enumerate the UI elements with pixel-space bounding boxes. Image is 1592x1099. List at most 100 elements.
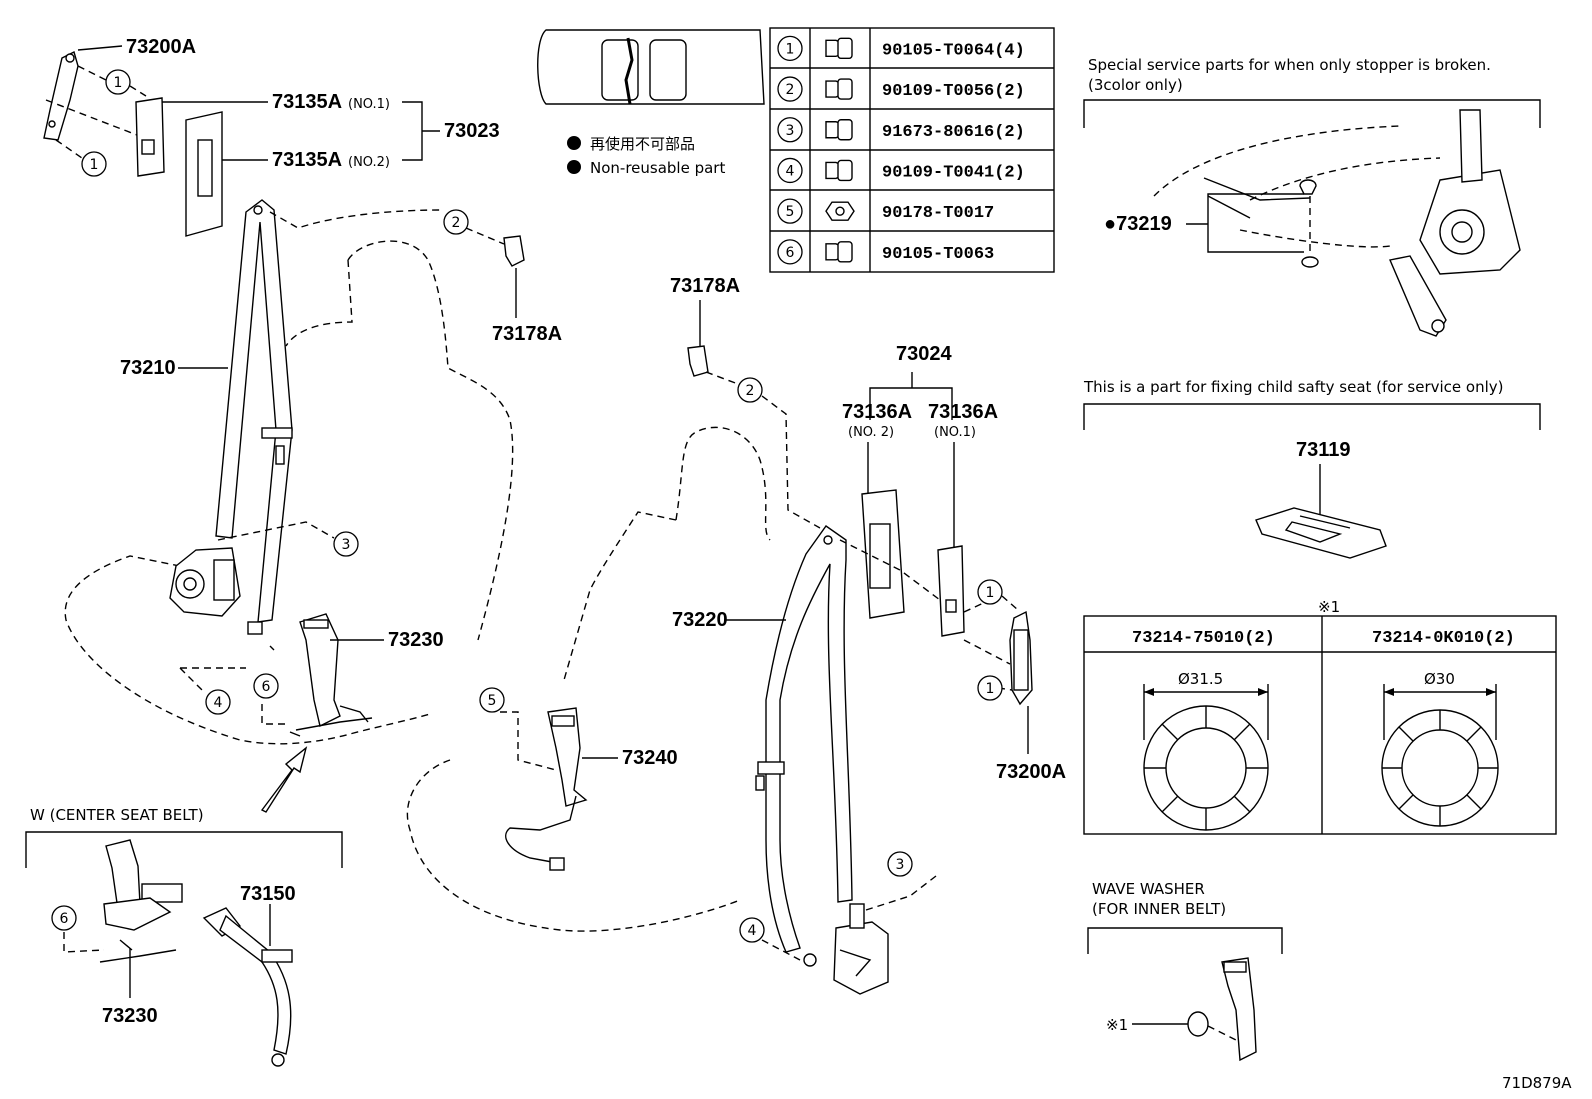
label-73178A-right: 73178A (670, 275, 740, 297)
label-73135A-no2: 73135A (272, 149, 342, 171)
callout-4-a (205, 689, 231, 715)
seat-belt-73220 (755, 525, 853, 953)
guide-73178A-right (687, 345, 709, 377)
callout-1-c (977, 579, 1003, 605)
label-73023: 73023 (444, 120, 500, 142)
callout-1-b (81, 151, 107, 177)
label-73230-center: 73230 (102, 1005, 158, 1027)
fastener-no-circle (777, 239, 803, 265)
svg-text:4: 4 (748, 923, 757, 939)
washer-dim-2: Ø30 (1424, 670, 1455, 688)
child-seat-note: This is a part for fixing child safty se… (1083, 378, 1503, 396)
guide-73178A-left (503, 235, 525, 267)
label-73220: 73220 (672, 609, 728, 631)
label-73136A-no2: 73136A (842, 401, 912, 423)
fastener-no: 1 (786, 41, 795, 57)
legend-en: Non-reusable part (590, 159, 725, 177)
stopper-assembly-illustration (1153, 109, 1521, 337)
svg-text:2: 2 (452, 215, 461, 231)
callout-3-b (887, 851, 913, 877)
label-73240: 73240 (622, 747, 678, 769)
fastener-part-number: 90105-T0064(4) (882, 41, 1025, 60)
fastener-table (769, 27, 1055, 273)
fastener-no: 5 (786, 204, 795, 220)
fastener-no: 4 (786, 163, 795, 179)
legend-jp: 再使用不可部品 (590, 135, 695, 153)
anchor-adjuster-right (1009, 610, 1033, 706)
center-belt-73150 (202, 907, 293, 1067)
view-arrow (260, 746, 308, 813)
fastener-no: 2 (786, 82, 795, 98)
callout-1-d (977, 675, 1003, 701)
label-73178A-left: 73178A (492, 323, 562, 345)
label-73135A-no1: 73135A (272, 91, 342, 113)
seat-belt-73210 (215, 199, 293, 635)
fastener-no-circle (777, 117, 803, 143)
callout-3-a (333, 531, 359, 557)
svg-text:(NO.2): (NO.2) (348, 155, 390, 170)
label-73200A-left: 73200A (126, 36, 196, 58)
legend-dot-2 (567, 160, 581, 174)
svg-text:3: 3 (896, 857, 905, 873)
fastener-part-number: 90105-T0063 (882, 245, 994, 264)
bolt-icon (825, 37, 853, 60)
label-73119: 73119 (1296, 439, 1351, 461)
svg-text:1: 1 (986, 681, 995, 697)
callout-2-b (737, 377, 763, 403)
svg-text:(NO. 2): (NO. 2) (848, 425, 894, 440)
fastener-no: 3 (786, 123, 795, 139)
label-73230-main: 73230 (388, 629, 444, 651)
child-seat-plate-73119 (1255, 507, 1387, 559)
callout-6-b (51, 905, 77, 931)
svg-text:5: 5 (488, 693, 497, 709)
callout-4-b (739, 917, 765, 943)
callout-1-a (105, 69, 131, 95)
buckle-73240 (505, 707, 588, 871)
label-73024: 73024 (896, 343, 952, 365)
wave-washer-buckle (1187, 957, 1257, 1062)
fastener-part-number: 91673-80616(2) (882, 123, 1025, 142)
wave-washer-line2: (FOR INNER BELT) (1092, 900, 1226, 918)
label-73150: 73150 (240, 883, 296, 905)
svg-text:6: 6 (60, 911, 69, 927)
washer-0K010 (1381, 684, 1499, 827)
callout-2-a (443, 209, 469, 235)
fastener-no-circle (777, 157, 803, 184)
legend-dot (567, 136, 581, 150)
fastener-no-circle (777, 76, 803, 102)
cover-73136A-no2 (861, 489, 905, 619)
fastener-part-number: 90109-T0056(2) (882, 82, 1025, 101)
washer-table-ref: ※1 (1318, 598, 1340, 616)
callout-5 (479, 687, 505, 713)
label-73219: ●73219 (1104, 213, 1172, 235)
wave-washer-ref: ※1 (1106, 1016, 1128, 1034)
bolt-icon (825, 241, 853, 263)
figure-id: 71D879A (1502, 1074, 1572, 1092)
bolt-icon (825, 159, 853, 182)
svg-text:1: 1 (986, 585, 995, 601)
bolt-icon (825, 78, 853, 100)
fastener-part-number: 90109-T0041(2) (882, 163, 1025, 182)
fastener-no-circle (777, 198, 803, 224)
washer-table (1083, 615, 1557, 835)
fastener-no: 6 (786, 245, 795, 261)
fastener-no-circle (777, 35, 803, 61)
svg-text:1: 1 (114, 75, 123, 91)
center-buckle-73230 (99, 839, 183, 963)
nut-icon (825, 201, 855, 221)
special-service-line1: Special service parts for when only stop… (1088, 56, 1491, 74)
cover-73135A-no1 (135, 97, 165, 177)
car-position-icon (537, 29, 765, 105)
callout-6-a (253, 673, 279, 699)
center-belt-title: W (CENTER SEAT BELT) (30, 806, 204, 824)
washer-dim-1: Ø31.5 (1178, 670, 1223, 688)
special-service-line2: (3color only) (1088, 76, 1183, 94)
anchor-adjuster-left (43, 50, 79, 141)
svg-text:3: 3 (342, 537, 351, 553)
svg-text:2: 2 (746, 383, 755, 399)
svg-text:(NO.1): (NO.1) (348, 97, 390, 112)
svg-text:(NO.1): (NO.1) (934, 425, 976, 440)
washer-col1-header: 73214-75010(2) (1132, 629, 1275, 648)
cover-73136A-no1 (937, 545, 965, 637)
